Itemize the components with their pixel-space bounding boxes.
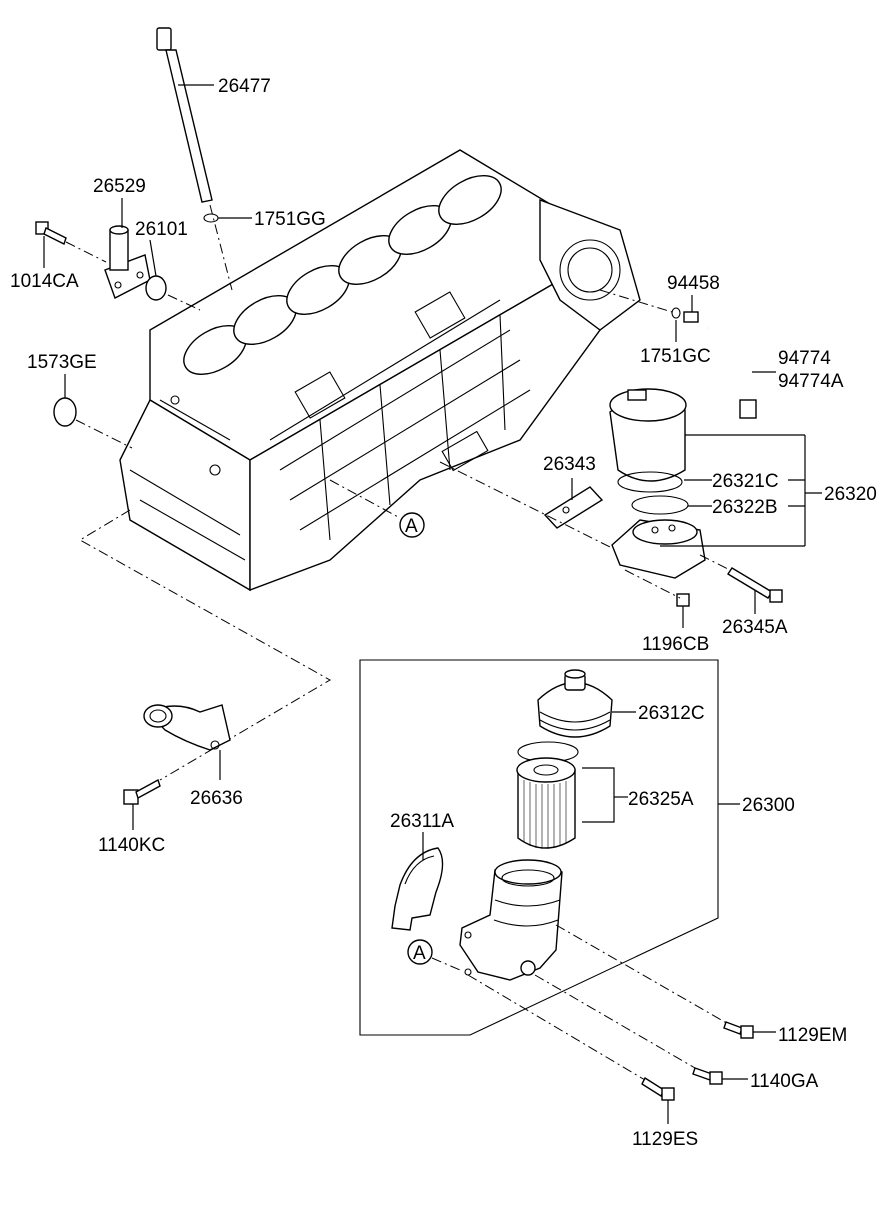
label-26311A: 26311A (390, 811, 454, 832)
filter-housing (459, 859, 563, 981)
bolt-1140kc (123, 778, 161, 805)
oil-cooler-housing (609, 388, 687, 482)
reference-marker-a (407, 939, 433, 965)
label-94458: 94458 (667, 273, 720, 294)
label-26322B: 26322B (712, 497, 778, 518)
label-1751GC: 1751GC (640, 346, 711, 367)
bolt-1196cb (676, 593, 690, 607)
filter-element (516, 741, 579, 849)
label-1129ES: 1129ES (632, 1129, 698, 1150)
dipstick (156, 27, 233, 291)
label-1014CA: 1014CA (10, 271, 79, 292)
marker-a-lower: A (413, 943, 426, 964)
plug-1573ge (53, 397, 77, 427)
label-26636: 26636 (190, 788, 243, 809)
reference-marker-a (399, 512, 425, 538)
label-1140KC: 1140KC (98, 835, 165, 856)
gasket-26311a (391, 847, 444, 931)
oil-cooler-base (611, 519, 706, 579)
oil-pipe-94774 (707, 326, 757, 419)
gasket-26101 (145, 275, 167, 301)
label-26312C: 26312C (638, 703, 705, 724)
label-26343: 26343 (543, 454, 596, 475)
label-1129EM: 1129EM (778, 1025, 847, 1046)
marker-a-upper: A (405, 516, 418, 537)
oil-cooler-gaskets (617, 471, 689, 515)
label-1751GG: 1751GG (254, 209, 326, 230)
label-94774A: 94774A (778, 371, 844, 392)
label-26320: 26320 (824, 484, 877, 505)
label-26300: 26300 (742, 795, 795, 816)
label-1196CB: 1196CB (642, 634, 709, 655)
water-fitting (104, 225, 151, 299)
bolt-1129es (641, 1076, 675, 1101)
connector-94458 (671, 307, 699, 323)
label-1573GE: 1573GE (27, 352, 97, 373)
label-26321C: 26321C (712, 471, 779, 492)
o-ring-1751gg (203, 213, 219, 223)
bolt-1129em (723, 1021, 754, 1039)
label-26345A: 26345A (722, 617, 788, 638)
bolt-1140ga (692, 1067, 723, 1085)
water-pipe-26636 (143, 704, 231, 751)
bolt-1014ca (35, 221, 67, 245)
label-94774: 94774 (778, 348, 831, 369)
label-26477: 26477 (218, 76, 271, 97)
cylinder-block (119, 149, 641, 592)
label-26325A: 26325A (628, 789, 694, 810)
label-26101: 26101 (135, 219, 188, 240)
filter-cap (537, 669, 613, 738)
label-1140GA: 1140GA (750, 1071, 819, 1092)
gasket-26343 (543, 486, 604, 529)
label-26529: 26529 (93, 176, 146, 197)
bolt-26345a (727, 567, 783, 603)
